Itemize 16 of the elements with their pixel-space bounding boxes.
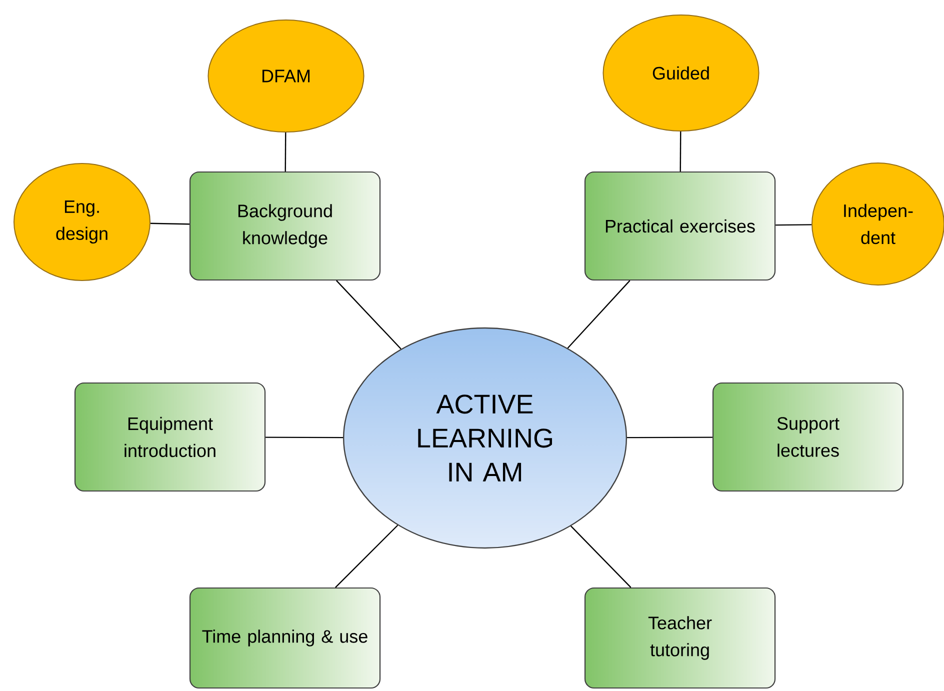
connector-line xyxy=(680,132,682,172)
connector-line xyxy=(776,224,812,226)
topic-box: Practical exercises xyxy=(584,171,776,281)
topic-box: Time planning & use xyxy=(189,587,381,689)
topic-box: Background knowledge xyxy=(189,171,381,281)
connector-line xyxy=(150,222,190,225)
connector-line xyxy=(627,436,712,438)
connector-line xyxy=(266,436,343,438)
connector-line xyxy=(567,280,630,349)
connector-line xyxy=(335,524,398,588)
topic-box: Equipment introduction xyxy=(74,382,266,492)
connector-line xyxy=(284,132,286,172)
topic-box: Support lectures xyxy=(712,382,904,492)
connector-line xyxy=(570,526,632,588)
connector-line xyxy=(336,280,402,350)
topic-box: Teacher tutoring xyxy=(584,587,776,689)
